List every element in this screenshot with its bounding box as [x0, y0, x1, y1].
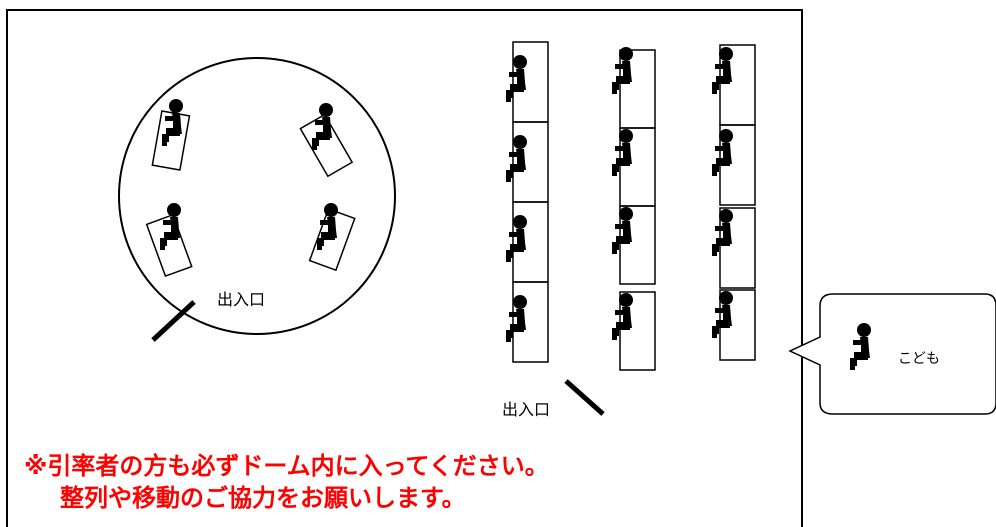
dome-seat — [299, 103, 354, 178]
dome-seat — [151, 99, 191, 171]
right-entrance-label: 出入口 — [502, 400, 551, 419]
seat-column-2 — [612, 47, 656, 371]
dome-seat — [308, 203, 356, 272]
left-entrance-label: 出入口 — [217, 290, 266, 309]
seat-column-3 — [712, 44, 756, 361]
room-outline — [6, 9, 803, 527]
legend-label: こども — [898, 351, 940, 367]
notice-line-1: ※引率者の方も必ずドーム内に入ってください。 — [24, 452, 549, 480]
notice-line-2: 整列や移動のご協力をお願いします。 — [60, 484, 466, 512]
right-entrance-marker — [564, 379, 605, 416]
dome-circle — [118, 57, 396, 335]
left-entrance-marker — [151, 300, 196, 342]
dome-seat — [145, 203, 193, 278]
seat-column-1 — [506, 41, 549, 363]
legend-bubble — [788, 293, 996, 415]
